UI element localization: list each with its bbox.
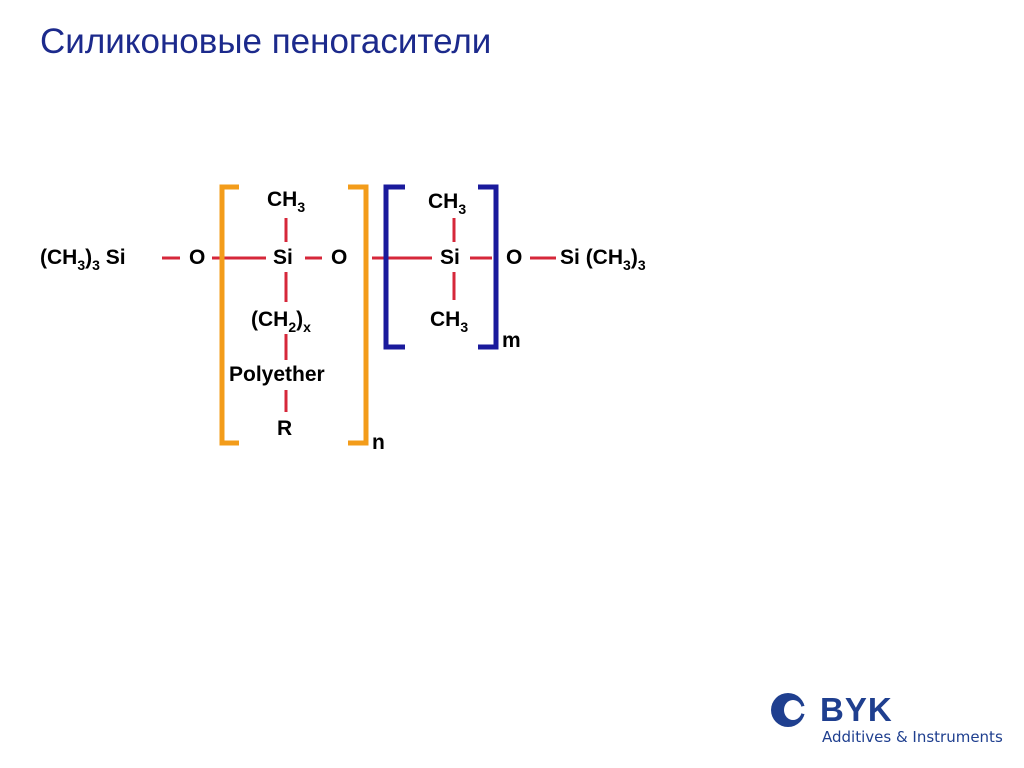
unit-n-polyether: Polyether — [229, 363, 325, 386]
bracket-m-left — [383, 184, 405, 350]
bracket-m-right — [478, 184, 499, 350]
bracket-n — [219, 184, 369, 446]
brand-tagline: Additives & Instruments — [822, 728, 1003, 746]
unit-n-top-methyl: CH3 — [267, 188, 306, 215]
bracket-m — [383, 184, 499, 350]
unit-n-oxygen: O — [331, 246, 348, 269]
slide-title: Силиконовые пеногасители — [40, 22, 492, 61]
byk-logo: BYK Additives & Instruments — [770, 690, 1010, 756]
unit-n-spacer: (CH2)x — [251, 308, 311, 335]
unit-n-index: n — [372, 431, 385, 454]
bracket-n-right — [348, 184, 369, 446]
unit-m-oxygen: O — [506, 246, 523, 269]
unit-m-index: m — [502, 329, 521, 352]
right-terminal-group: Si (CH3)3 — [560, 246, 646, 273]
bracket-n-left — [219, 184, 239, 446]
byk-logo-mark-icon — [771, 693, 808, 727]
brand-name: BYK — [820, 691, 893, 728]
unit-m-bottom-methyl: CH3 — [430, 308, 469, 335]
unit-n-silicon: Si — [273, 246, 293, 269]
left-oxygen: O — [189, 246, 206, 269]
unit-m-top-methyl: CH3 — [428, 190, 467, 217]
unit-n-end-group: R — [277, 417, 293, 440]
unit-m-silicon: Si — [440, 246, 460, 269]
left-terminal-group: (CH3)3 Si — [40, 246, 126, 273]
bonds — [162, 218, 556, 412]
